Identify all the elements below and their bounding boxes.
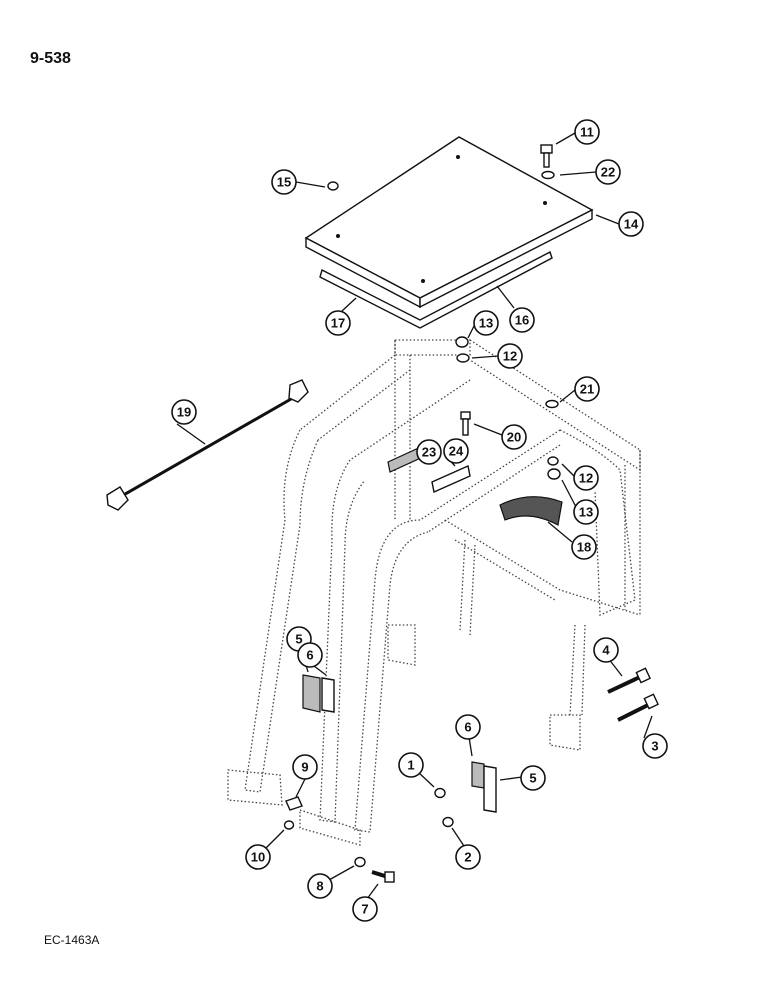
svg-text:20: 20 <box>507 430 521 445</box>
callout-1: 1 <box>398 752 424 778</box>
callout-16: 16 <box>509 307 535 333</box>
svg-text:7: 7 <box>361 902 368 917</box>
page-number: 9-538 <box>30 50 71 67</box>
svg-text:8: 8 <box>316 879 323 894</box>
callout-4: 4 <box>593 637 619 663</box>
nut-13-side <box>547 468 561 480</box>
plug-15 <box>327 181 339 191</box>
callout-6-right: 6 <box>455 714 481 740</box>
callout-18: 18 <box>571 534 597 560</box>
svg-text:4: 4 <box>602 643 610 658</box>
svg-text:3: 3 <box>651 739 658 754</box>
callout-12-side: 12 <box>573 465 599 491</box>
decal-24 <box>431 465 471 493</box>
roof-panel <box>304 136 594 309</box>
callout-11: 11 <box>574 119 600 145</box>
callout-9: 9 <box>292 754 318 780</box>
svg-text:9: 9 <box>301 760 308 775</box>
pin-9 <box>285 796 303 811</box>
callout-13-side: 13 <box>573 499 599 525</box>
nut-1 <box>434 787 446 799</box>
svg-text:12: 12 <box>579 471 593 486</box>
callout-12-top: 12 <box>497 343 523 369</box>
svg-text:14: 14 <box>624 217 639 232</box>
callout-17: 17 <box>325 310 351 336</box>
svg-text:22: 22 <box>601 165 615 180</box>
washer-22 <box>541 170 555 180</box>
strap-18 <box>499 496 563 526</box>
callout-7: 7 <box>352 896 378 922</box>
svg-text:17: 17 <box>331 316 345 331</box>
svg-text:5: 5 <box>295 632 302 647</box>
nut-2 <box>442 816 454 828</box>
callout-13-top: 13 <box>473 310 499 336</box>
svg-text:16: 16 <box>515 313 529 328</box>
washer-10 <box>283 820 295 830</box>
svg-text:18: 18 <box>577 540 591 555</box>
callout-8: 8 <box>307 873 333 899</box>
svg-text:6: 6 <box>306 648 313 663</box>
callout-23: 23 <box>416 439 442 465</box>
rod-19 <box>106 379 309 511</box>
bracket-5-left <box>302 674 321 713</box>
nut-13-top <box>455 336 469 348</box>
callout-21: 21 <box>574 376 600 402</box>
figure-code: EC-1463A <box>44 933 100 947</box>
washer-21 <box>545 399 559 409</box>
callout-15: 15 <box>271 169 297 195</box>
svg-text:6: 6 <box>464 720 471 735</box>
nut-8 <box>354 856 366 868</box>
plate-6-right <box>471 761 485 789</box>
callout-14: 14 <box>618 211 644 237</box>
bolt-11 <box>540 144 553 168</box>
seal-strip <box>319 250 553 329</box>
svg-text:13: 13 <box>479 316 493 331</box>
callout-20: 20 <box>501 424 527 450</box>
svg-text:24: 24 <box>449 444 464 459</box>
callout-22: 22 <box>595 159 621 185</box>
bolt-7 <box>371 870 395 883</box>
svg-text:11: 11 <box>580 125 594 140</box>
svg-text:13: 13 <box>579 505 593 520</box>
bolt-3 <box>617 693 659 722</box>
bolt-20 <box>460 411 471 436</box>
callout-5-right: 5 <box>520 765 546 791</box>
plate-6-left <box>321 677 335 713</box>
callout-2: 2 <box>455 844 481 870</box>
callout-10: 10 <box>245 844 271 870</box>
bolt-4 <box>607 667 651 694</box>
svg-text:1: 1 <box>407 758 414 773</box>
washer-12-top <box>456 353 470 363</box>
svg-text:5: 5 <box>529 771 536 786</box>
svg-text:23: 23 <box>422 445 436 460</box>
svg-text:12: 12 <box>503 349 517 364</box>
bracket-5-right <box>483 765 497 813</box>
rops-frame <box>227 339 641 846</box>
svg-text:21: 21 <box>580 382 594 397</box>
svg-text:2: 2 <box>464 850 471 865</box>
svg-text:19: 19 <box>177 405 191 420</box>
washer-12-side <box>547 456 559 466</box>
callout-6-left: 6 <box>297 642 323 668</box>
callout-3: 3 <box>642 733 668 759</box>
svg-text:15: 15 <box>277 175 291 190</box>
callout-24: 24 <box>443 438 469 464</box>
callout-19: 19 <box>171 399 197 425</box>
svg-text:10: 10 <box>251 850 265 865</box>
